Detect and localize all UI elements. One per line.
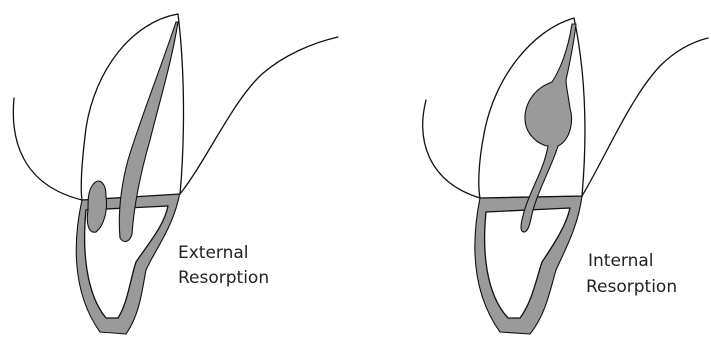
gingiva-line-right [180,37,338,194]
gingiva-line [13,98,82,200]
external-resorption-panel: External Resorption [13,14,338,334]
gingiva-line-right [582,38,708,196]
internal-resorption-panel: Internal Resorption [423,18,708,334]
external-label-line1: External [178,243,249,263]
internal-label-line2: Resorption [586,277,677,297]
external-label-line2: Resorption [178,268,269,288]
gingiva-line [423,100,480,198]
internal-label-line1: Internal [588,251,654,271]
